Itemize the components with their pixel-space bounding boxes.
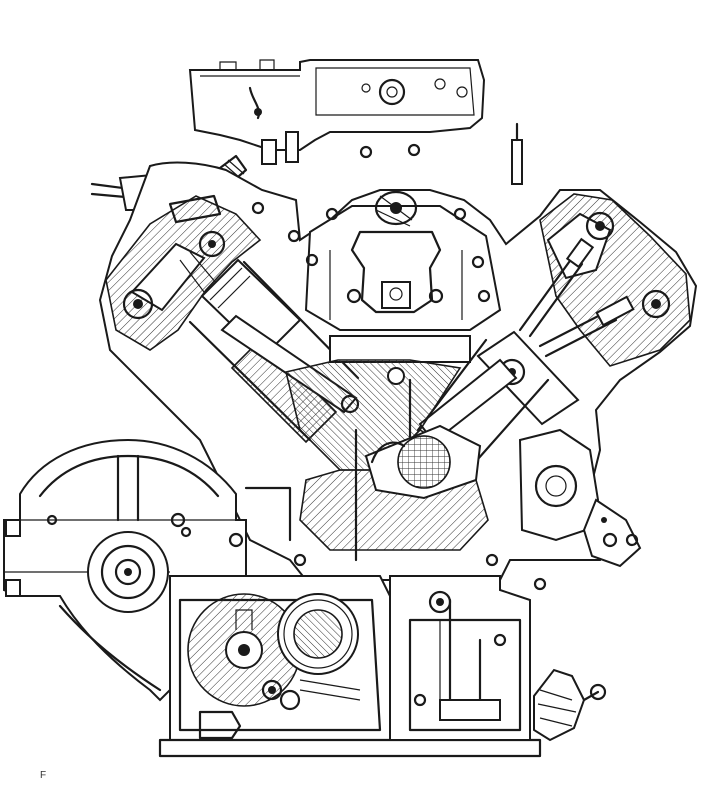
oil-sump xyxy=(158,575,542,758)
valley-assembly xyxy=(304,190,502,363)
left-cylinder-bank xyxy=(105,194,360,444)
water-pump xyxy=(518,428,642,568)
intake-manifold xyxy=(188,59,486,151)
gearbox-housing xyxy=(3,438,292,702)
bolts xyxy=(46,143,547,591)
dipstick-boot xyxy=(533,668,607,742)
oil-pump-chamber xyxy=(389,575,531,741)
timing-gear-teeth xyxy=(277,593,359,675)
crankshaft xyxy=(364,424,482,500)
figure-caption: F xyxy=(40,770,47,781)
right-cylinder-bank xyxy=(416,193,691,470)
